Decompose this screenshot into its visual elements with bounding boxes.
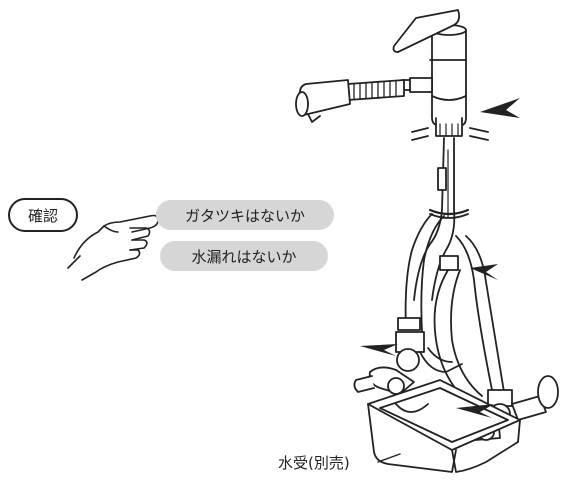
arrow-left-valve-indicator	[360, 344, 398, 356]
arrow-right-valve-indicator	[456, 404, 494, 418]
check-leak-label: 水漏れはないか	[160, 241, 328, 271]
check-wobble-label: ガタツキはないか	[156, 200, 334, 230]
stop-valves	[353, 317, 559, 441]
arrow-indicator-icon	[360, 98, 520, 418]
faucet-body	[295, 9, 489, 141]
basin-leader-line	[377, 453, 401, 463]
confirm-badge: 確認	[8, 198, 78, 232]
arrow-nut-indicator	[480, 98, 520, 118]
arrow-hose-indicator	[470, 264, 498, 280]
water-basin	[367, 379, 521, 473]
supply-hoses	[404, 137, 505, 405]
pointing-hand-icon	[67, 214, 159, 281]
basin-caption: 水受(別売)	[278, 454, 350, 472]
